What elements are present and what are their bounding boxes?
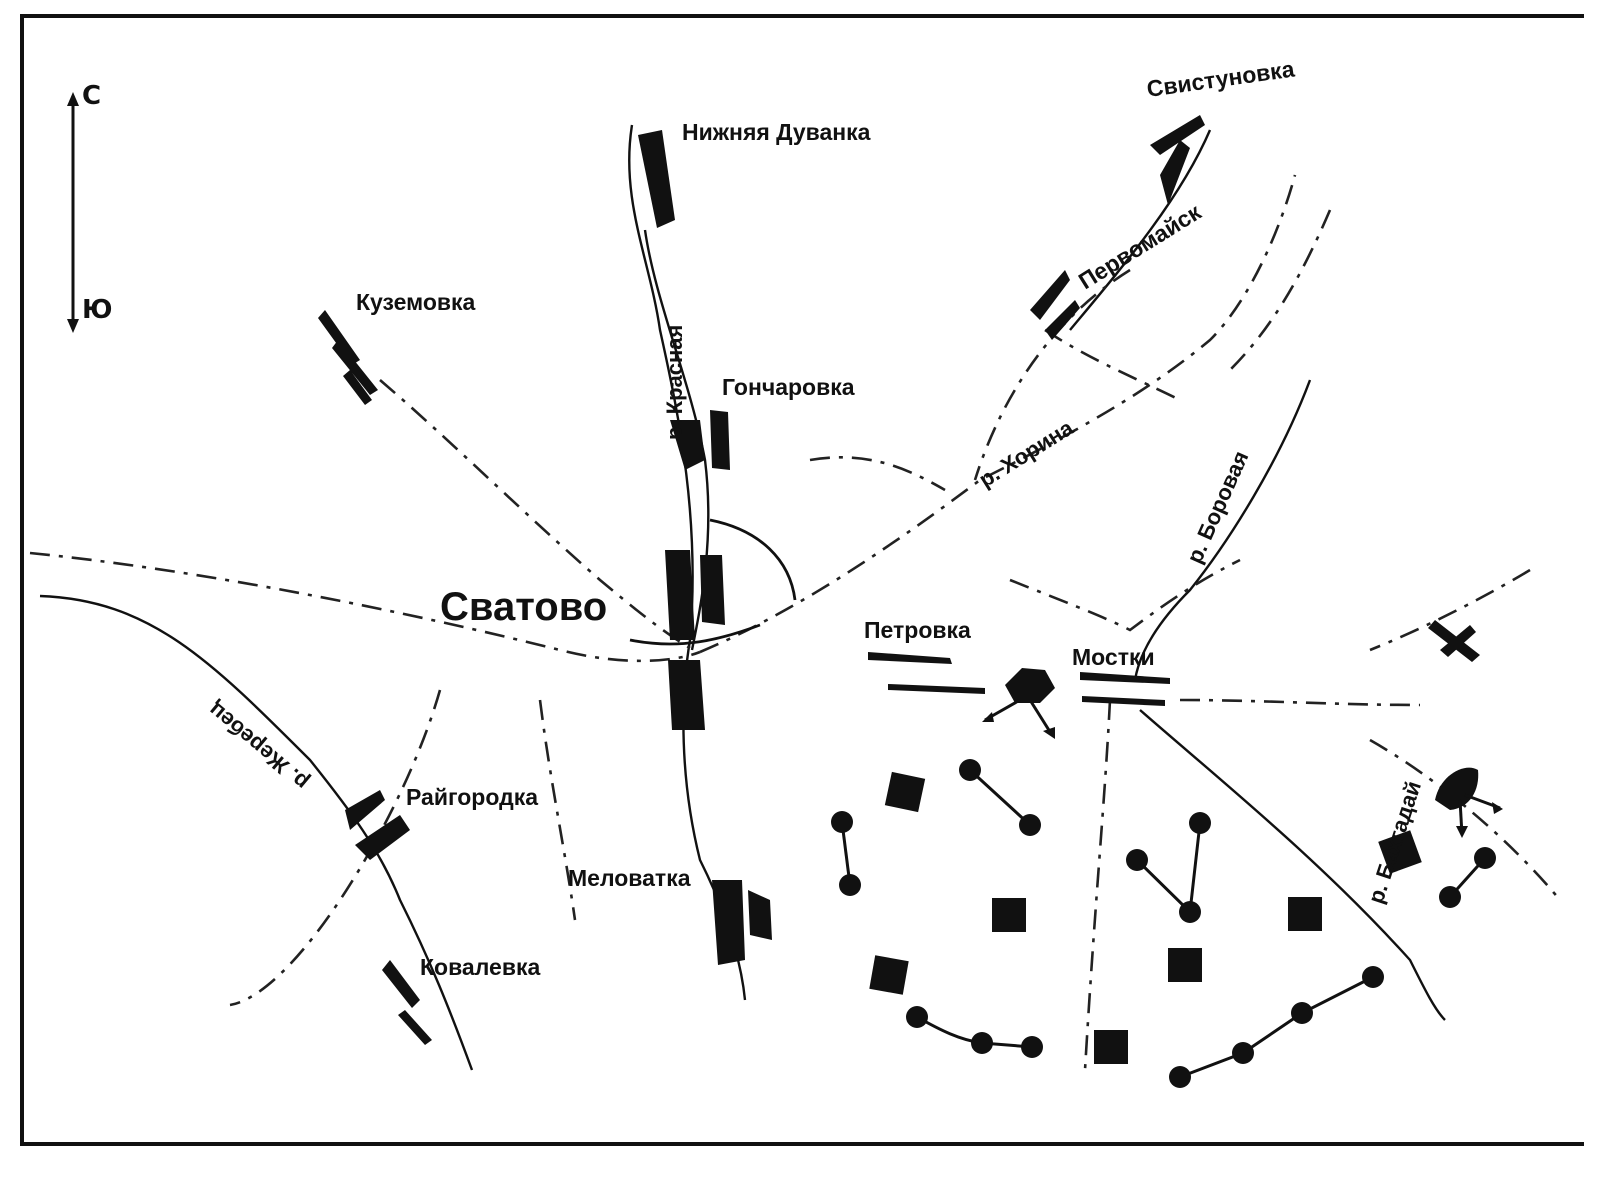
road-kuzemovka — [379, 379, 691, 650]
road-east-3 — [1179, 698, 1421, 707]
unit-circle — [1439, 886, 1461, 908]
unit-circle — [906, 1006, 928, 1028]
arrow-line — [1028, 699, 1054, 736]
label-river-bakhgaday: р. Бахгадай — [1363, 778, 1426, 907]
settlement-petrovka — [868, 652, 985, 694]
label-goncharovka: Гончаровка — [722, 374, 855, 400]
compass-rose: С Ю — [67, 81, 113, 333]
unit-square — [869, 955, 909, 995]
railway-main — [629, 623, 761, 646]
settlement-kovalevka — [382, 960, 432, 1045]
settlement-svatovo — [665, 550, 725, 730]
label-nizhnyaya-duvanka: Нижняя Дуванка — [682, 119, 871, 145]
arrow-head-icon — [1492, 802, 1503, 814]
unit-link — [1135, 822, 1202, 916]
road-mostki — [1009, 558, 1241, 632]
unit-circle — [1362, 966, 1384, 988]
unit-circle — [959, 759, 981, 781]
settlement-raygorodka — [345, 790, 410, 860]
label-river-krasnaya: р. Красная — [662, 325, 687, 440]
crossing-mark — [1428, 620, 1480, 662]
unit-circle — [1179, 901, 1201, 923]
settlement-kuzemovka — [318, 310, 378, 405]
unit-circle — [1232, 1042, 1254, 1064]
river-borovaya-line — [1133, 379, 1312, 681]
label-svatovo: Сватово — [440, 585, 607, 629]
south-arrow-icon — [67, 319, 79, 333]
unit-square — [1378, 830, 1422, 874]
unit-circle — [1126, 849, 1148, 871]
label-svistunovka: Свистуновка — [1145, 55, 1296, 101]
unit-square — [1168, 948, 1202, 982]
railway-curve — [709, 518, 797, 601]
river-zherebets-line — [39, 594, 474, 1071]
label-pervomaysk: Первомайск — [1074, 198, 1206, 294]
label-petrovka: Петровка — [864, 617, 971, 643]
arrow-head-icon — [1043, 727, 1055, 739]
unit-circle — [1474, 847, 1496, 869]
label-melovatka: Меловатка — [568, 865, 691, 891]
unit-square — [1288, 897, 1322, 931]
unit-circle — [971, 1032, 993, 1054]
settlement-blocks — [318, 115, 1480, 1045]
road-raygorodka — [229, 689, 442, 1007]
road-south-mostki — [1083, 699, 1112, 1071]
road-east-2 — [1369, 568, 1531, 652]
map-frame — [20, 14, 1584, 1146]
road-northeast — [699, 174, 1297, 654]
road-melovatka — [538, 699, 577, 921]
road-east-1 — [1229, 209, 1332, 371]
artillery-symbols — [982, 668, 1503, 838]
unit-square — [884, 771, 926, 813]
compass-south-label: Ю — [82, 295, 113, 325]
north-arrow-icon — [67, 92, 79, 106]
unit-circle — [1021, 1036, 1043, 1058]
label-kuzemovka: Куземовка — [356, 289, 476, 315]
settlement-goncharovka — [670, 410, 730, 470]
unit-circle — [831, 811, 853, 833]
unit-squares — [869, 771, 1422, 1064]
unit-circle — [1189, 812, 1211, 834]
unit-circle — [1019, 814, 1041, 836]
label-raygorodka: Райгородка — [406, 784, 538, 810]
arrow-head-icon — [982, 712, 994, 722]
railway — [629, 518, 797, 646]
unit-square — [1094, 1030, 1128, 1064]
road-svistunovka-khorina — [973, 268, 1131, 481]
unit-circle — [1169, 1066, 1191, 1088]
settlement-nizhnyaya-duvanka — [638, 130, 675, 228]
artillery-hexagon-icon — [1005, 668, 1055, 703]
unit-chains — [831, 759, 1496, 1088]
label-river-borovaya: р. Боровая — [1182, 447, 1254, 567]
unit-link — [968, 768, 1032, 827]
settlement-mostki — [1080, 672, 1170, 706]
artillery-fan-icon — [1435, 767, 1479, 810]
road-east-4 — [1369, 738, 1561, 901]
label-mostki: Мостки — [1072, 644, 1155, 670]
road-west — [29, 551, 701, 663]
label-kovalevka: Ковалевка — [420, 954, 540, 980]
unit-circle — [1291, 1002, 1313, 1024]
river-svistunovka-line — [1069, 129, 1212, 331]
unit-link — [1179, 975, 1374, 1079]
settlement-svistunovka — [1150, 115, 1205, 205]
town-labels: Нижняя Дуванка Свистуновка Первомайск Ку… — [356, 55, 1296, 980]
settlement-pervomaysk — [1030, 270, 1080, 340]
label-river-khorina: р. Хорина — [974, 414, 1078, 492]
road-khorina-crossing — [809, 456, 946, 492]
road-lines — [29, 174, 1561, 1071]
settlement-melovatka — [712, 880, 772, 965]
river-bakhgaday-line — [1139, 709, 1446, 1021]
compass-north-label: С — [82, 81, 101, 111]
road-pervomaysk — [1044, 328, 1181, 402]
unit-square — [992, 898, 1026, 932]
arrow-head-icon — [1456, 826, 1468, 838]
unit-circle — [839, 874, 861, 896]
